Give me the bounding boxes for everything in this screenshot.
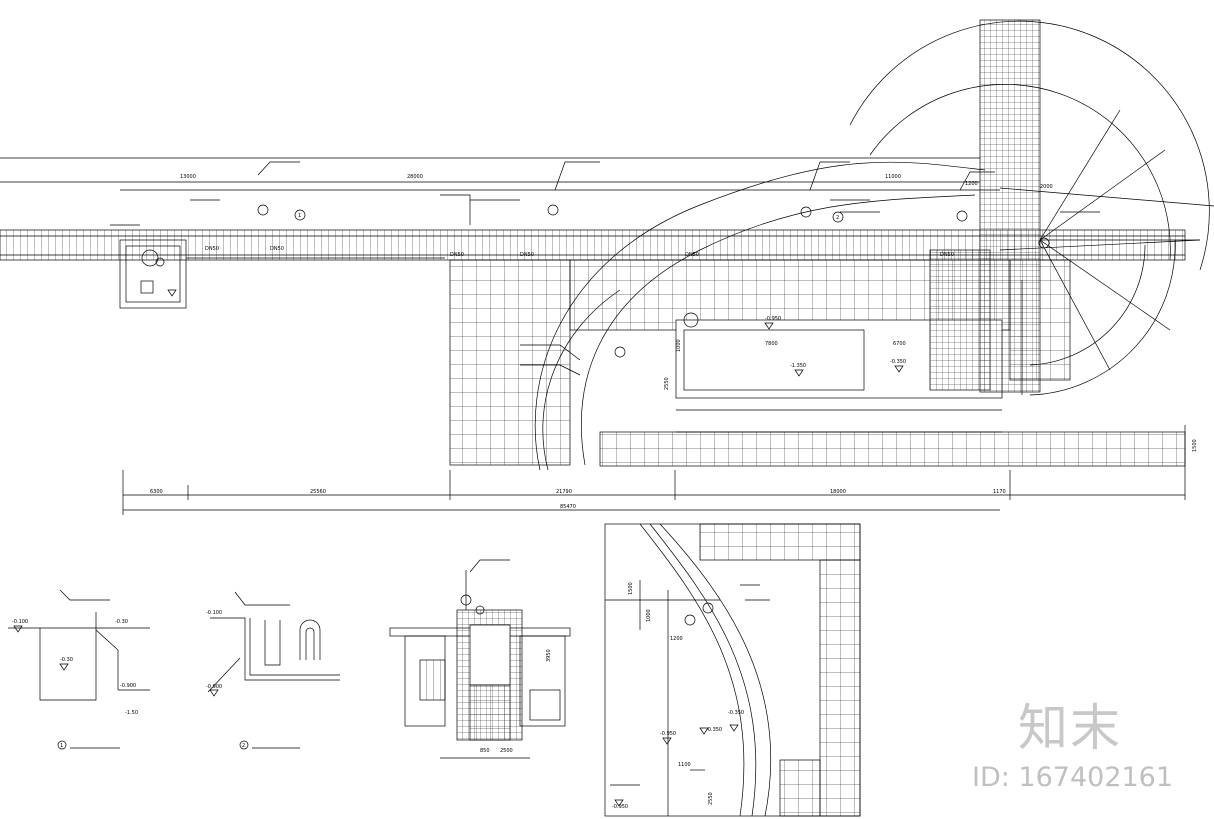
center-dim-2: 6700 bbox=[893, 341, 906, 347]
dim-bottom-3: 21790 bbox=[556, 489, 572, 495]
stream-outer bbox=[534, 161, 986, 471]
pipe-1: DN50 bbox=[205, 246, 219, 252]
detail-4-labels: 1500 1000 1200 1100 2550 -0.950 -0.350 -… bbox=[612, 582, 744, 810]
pipe-4: DN50 bbox=[520, 252, 534, 258]
dim-bottom-1: 6300 bbox=[150, 489, 163, 495]
plan-labels: 13000 28000 11000 2000 6300 25560 21790 … bbox=[150, 174, 1198, 510]
detail-4-enlarged bbox=[604, 523, 861, 817]
d2-callout: 2 bbox=[242, 743, 245, 749]
dim-total: 85470 bbox=[560, 504, 576, 510]
enl-dim-2: 1000 bbox=[646, 609, 652, 622]
paving-block-left bbox=[449, 259, 571, 466]
arc-inner bbox=[1029, 239, 1176, 396]
d2-level-a: -0.100 bbox=[206, 610, 222, 616]
dim-bottom-4: 18000 bbox=[830, 489, 846, 495]
dim-bottom-2: 25560 bbox=[310, 489, 326, 495]
d1-level-b: -0.30 bbox=[60, 657, 73, 663]
dim-top-2: 28000 bbox=[407, 174, 423, 180]
enl-dim-1: 1500 bbox=[628, 582, 634, 595]
arc-mid bbox=[869, 84, 1171, 261]
pipe-2: DN50 bbox=[270, 246, 284, 252]
center-dim-1: 7800 bbox=[765, 341, 778, 347]
dim-top-1: 13000 bbox=[180, 174, 196, 180]
watermark-id: ID: 167402161 bbox=[972, 762, 1174, 793]
d1-level-a: -0.100 bbox=[12, 619, 28, 625]
arc-outer bbox=[849, 20, 1210, 271]
enl-dim-4: 1100 bbox=[678, 762, 691, 768]
pipe-5: DN50 bbox=[685, 252, 699, 258]
enl-dim-5: 2550 bbox=[708, 792, 714, 805]
site-plan bbox=[0, 19, 1214, 515]
level-2: -0.350 bbox=[890, 359, 906, 365]
detail-1-labels: 1 -0.100 -0.30 -0.30 -0.900 -1.50 bbox=[12, 619, 138, 749]
dim-bottom-5: 1170 bbox=[993, 489, 1006, 495]
tiled-tower-lower bbox=[929, 249, 991, 391]
pump-well bbox=[119, 239, 187, 309]
d1-level-e: -1.50 bbox=[125, 710, 138, 716]
detail-3-pump-room bbox=[389, 559, 571, 759]
d1-callout: 1 bbox=[60, 743, 63, 749]
stream-inner bbox=[581, 194, 976, 466]
detail-2-labels: 2 -0.100 -0.900 bbox=[206, 610, 245, 749]
d1-level-d: -0.900 bbox=[120, 683, 136, 689]
enl-level-4: -0.950 bbox=[612, 804, 628, 810]
watermark-logo: 知末 bbox=[1018, 699, 1122, 757]
pipe-6: DN50 bbox=[940, 252, 954, 258]
pipe-3: DN50 bbox=[450, 252, 464, 258]
d1-level-c: -0.30 bbox=[115, 619, 128, 625]
detail-3-labels: 3950 850 2500 bbox=[480, 649, 552, 754]
dim-top-3: 11000 bbox=[885, 174, 901, 180]
right-dim-1: 1200 bbox=[965, 181, 978, 187]
d2-level-b: -0.900 bbox=[206, 684, 222, 690]
enl-dim-3: 1200 bbox=[670, 636, 683, 642]
enl-level-3: -0.350 bbox=[728, 710, 744, 716]
enl-level-1: -0.950 bbox=[660, 731, 676, 737]
level-1: -1.350 bbox=[790, 363, 806, 369]
pump-dim-3: 2500 bbox=[500, 748, 513, 754]
level-3: -0.950 bbox=[765, 316, 781, 322]
center-dim-4: 1000 bbox=[676, 339, 682, 352]
callout-1: 1 bbox=[298, 213, 301, 219]
pump-dim-2: 850 bbox=[480, 748, 490, 754]
detail-2 bbox=[207, 591, 340, 750]
center-dim-3: 2550 bbox=[664, 377, 670, 390]
paving-block-bottom bbox=[599, 431, 1186, 467]
callout-2: 2 bbox=[836, 215, 839, 221]
detail-1 bbox=[8, 589, 150, 750]
dim-top-4: 2000 bbox=[1040, 184, 1053, 190]
pump-dim-1: 3950 bbox=[546, 649, 552, 662]
enl-level-2: -0.350 bbox=[706, 727, 722, 733]
right-dim-2: 1500 bbox=[1192, 439, 1198, 452]
